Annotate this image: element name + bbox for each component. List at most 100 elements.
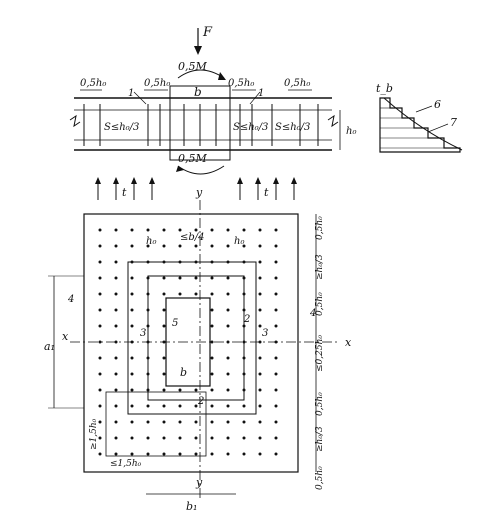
stud-dot <box>98 436 102 440</box>
right-dim-5: 0,5h₀ <box>315 392 325 416</box>
stud-grid <box>98 228 278 456</box>
stud-dot <box>258 260 262 264</box>
stud-dot <box>98 308 102 312</box>
stud-dot <box>146 292 150 296</box>
stud-dot <box>226 420 230 424</box>
stud-dot <box>130 308 134 312</box>
stud-dot <box>274 452 278 456</box>
stud-dot <box>258 308 262 312</box>
stud-dot <box>242 292 246 296</box>
stud-dot <box>114 244 118 248</box>
callout-1-leader-left <box>133 91 147 105</box>
right-dim-6: ≥h₀/3 <box>315 426 325 452</box>
stud-dot <box>210 452 214 456</box>
stud-dot <box>114 420 118 424</box>
stud-dot <box>226 324 230 328</box>
stud-dot <box>130 244 134 248</box>
moment-top-arrowhead <box>218 72 226 80</box>
stud-dot <box>162 292 166 296</box>
stud-dot <box>146 244 150 248</box>
stud-dot <box>226 356 230 360</box>
callout-3-right: 3 <box>262 328 268 339</box>
stud-dot <box>130 420 134 424</box>
axis-y-bottom: y <box>195 476 203 489</box>
stud-dot <box>258 372 262 376</box>
stud-dot <box>178 436 182 440</box>
force-label: F <box>202 25 213 40</box>
break-mark-left <box>69 114 81 128</box>
stud-dot <box>210 308 214 312</box>
stud-dot <box>130 292 134 296</box>
stud-dot <box>226 228 230 232</box>
stud-dot <box>162 436 166 440</box>
stud-dot <box>258 452 262 456</box>
stud-dot <box>98 452 102 456</box>
spacing-left-label: S≤h₀/3 <box>104 122 139 133</box>
tb-label: t_b <box>376 82 393 95</box>
stud-dot <box>114 372 118 376</box>
stud-dot <box>162 388 166 392</box>
stud-dot <box>258 436 262 440</box>
stud-dot <box>130 340 134 344</box>
stud-dot <box>162 452 166 456</box>
callout-3-left: 3 <box>140 328 146 339</box>
callout-6-leader <box>415 105 433 113</box>
b1-label: b₁ <box>186 500 197 513</box>
stud-dot <box>146 356 150 360</box>
corner-zone <box>105 391 207 457</box>
axis-x-right: x <box>345 336 352 349</box>
stud-dot <box>146 388 150 392</box>
stirrups <box>83 104 319 146</box>
stud-dot <box>162 276 166 280</box>
axis-y-top: y <box>195 186 203 199</box>
spacing-mid-label: S≤h₀/3 <box>233 122 268 133</box>
plan-quarter-b: ≤b/4 <box>180 232 205 243</box>
a1-label: a₁ <box>44 340 55 353</box>
stud-dot <box>210 276 214 280</box>
stud-dot <box>210 324 214 328</box>
column-lower <box>169 149 231 161</box>
stud-dot <box>98 340 102 344</box>
stud-dot <box>274 260 278 264</box>
stud-dot <box>226 260 230 264</box>
stepped-profile <box>379 97 461 153</box>
plan-b-label: b <box>180 366 187 379</box>
moment-bottom-label: 0,5M <box>178 152 207 165</box>
right-dim-7: 0,5h₀ <box>315 466 325 490</box>
callout-4-left: 4 <box>67 294 74 305</box>
callout-7: 7 <box>450 116 457 129</box>
stud-dot <box>162 244 166 248</box>
stud-dot <box>162 356 166 360</box>
stud-dot <box>226 276 230 280</box>
stud-dot <box>194 388 198 392</box>
stud-dot <box>130 324 134 328</box>
callout-6: 6 <box>434 98 441 111</box>
stud-dot <box>242 308 246 312</box>
stud-dot <box>130 372 134 376</box>
callout-7-leader <box>427 123 449 133</box>
stud-dot <box>226 340 230 344</box>
stud-dot <box>178 452 182 456</box>
stud-dot <box>130 276 134 280</box>
stud-dot <box>146 324 150 328</box>
plan-h0-right: h₀ <box>234 236 244 247</box>
stud-dot <box>114 388 118 392</box>
plan-outline <box>83 213 299 473</box>
stud-dot <box>114 228 118 232</box>
stud-dot <box>114 356 118 360</box>
stud-dot <box>210 292 214 296</box>
stud-dot <box>210 260 214 264</box>
corner-lte-label: ≤1,5h₀ <box>110 459 142 469</box>
stud-dot <box>162 372 166 376</box>
stud-dot <box>194 404 198 408</box>
pressure-arrowheads <box>95 177 297 184</box>
stud-dot <box>258 244 262 248</box>
stud-dot <box>114 276 118 280</box>
stud-dot <box>146 340 150 344</box>
stud-dot <box>146 228 150 232</box>
stud-dot <box>258 356 262 360</box>
stud-dot <box>130 388 134 392</box>
stud-dot <box>178 260 182 264</box>
stud-dot <box>114 324 118 328</box>
